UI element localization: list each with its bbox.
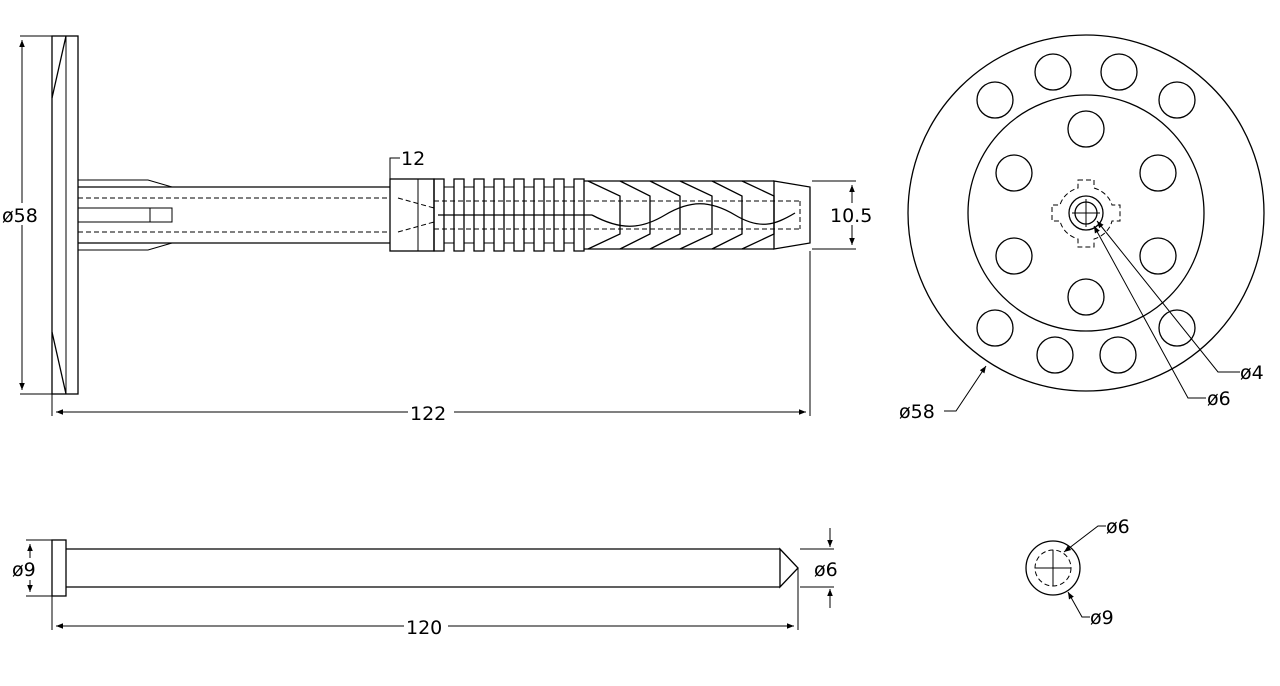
- anchor-length-label: 122: [410, 403, 446, 425]
- anchor-shaft: [77, 179, 390, 251]
- pin-end-outer-label: ø9: [1090, 607, 1114, 629]
- pin-tip: [779, 547, 799, 589]
- washer-inner-holes: [995, 110, 1177, 316]
- shaft-diameter-label: 10.5: [830, 205, 872, 227]
- anchor-ribs: [433, 178, 811, 252]
- pin-end-inner-label: ø6: [1106, 516, 1130, 538]
- pin-diameter-label: ø6: [814, 559, 838, 581]
- washer-diameter-label: ø58: [2, 205, 38, 227]
- center-hole-outer-label: ø6: [1207, 388, 1231, 410]
- washer-outer-holes: [976, 53, 1196, 374]
- collar-width-label: 12: [401, 148, 425, 170]
- pin-side-view: [51, 539, 799, 597]
- side-view-dimensions: ø58 122 12 10.5: [2, 35, 876, 425]
- front-view-dimensions: ø4 ø6 ø58: [899, 220, 1264, 423]
- washer-center-hub: [1051, 179, 1121, 248]
- pin-end-dimensions: ø6 ø9: [1063, 516, 1130, 629]
- pin-head: [51, 539, 67, 597]
- center-hole-inner-label: ø4: [1240, 362, 1264, 384]
- pin-head-diameter-label: ø9: [12, 559, 36, 581]
- pin-end-view: [1025, 540, 1081, 596]
- pin-length-label: 120: [406, 617, 442, 639]
- anchor-side-view: [51, 35, 811, 395]
- washer-front-diameter-label: ø58: [899, 401, 935, 423]
- washer-front-view: [907, 34, 1265, 392]
- washer-profile: [51, 35, 79, 395]
- washer-inner-ring: [967, 94, 1205, 332]
- pin-dimensions: ø9 120 ø6: [12, 528, 838, 639]
- washer-outer-ring: [907, 34, 1265, 392]
